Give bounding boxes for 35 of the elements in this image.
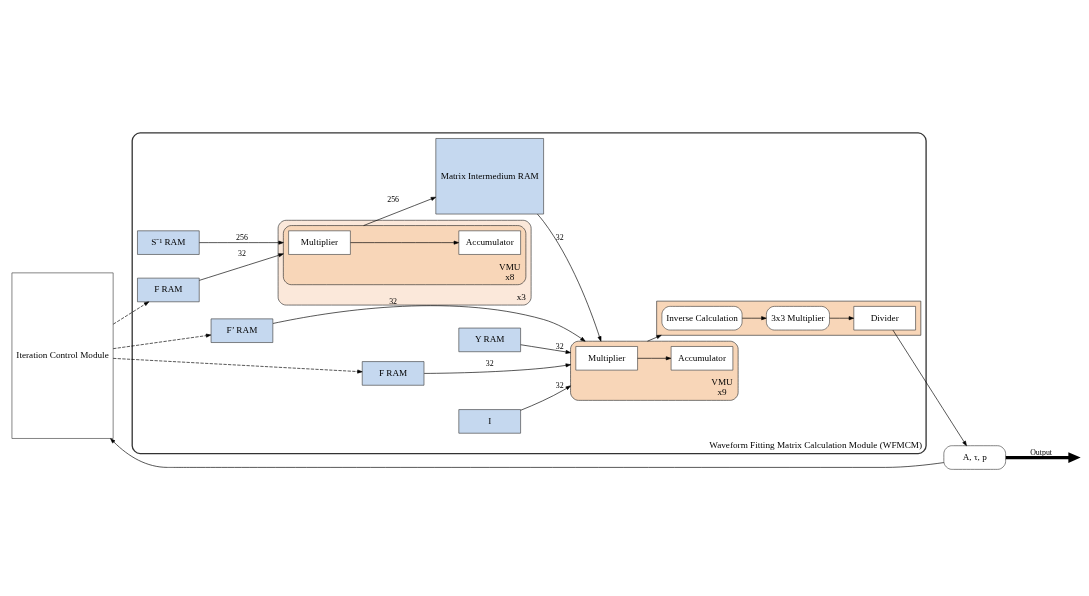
arrow	[199, 252, 284, 281]
arrow	[829, 315, 854, 320]
node-box: Iteration Control Module	[11, 272, 114, 439]
node-box: Matrix Intermedium RAM	[435, 137, 544, 214]
arrow	[537, 213, 602, 342]
arrow	[199, 240, 284, 245]
arrow	[520, 343, 571, 354]
node-box: Multiplier	[288, 230, 351, 255]
node-box: 3x3 Multiplier	[766, 305, 830, 330]
arrow	[112, 301, 150, 324]
arrow	[112, 357, 363, 373]
node-box: F RAM	[361, 360, 425, 386]
arrow	[350, 240, 459, 245]
arrow	[637, 355, 672, 360]
node-box: Divider	[853, 305, 916, 330]
arrow	[520, 385, 571, 411]
node-box: Accumulator	[458, 230, 521, 255]
node-box: Accumulator	[670, 345, 734, 370]
node-box: A, τ, p	[943, 444, 1006, 470]
arrow	[112, 333, 212, 349]
arrow	[892, 329, 967, 446]
cluster	[656, 300, 922, 336]
node-box: Multiplier	[575, 345, 638, 370]
arrow	[741, 315, 767, 320]
arrow	[423, 362, 571, 374]
node-box: F RAM	[137, 277, 200, 302]
arrow	[363, 196, 437, 226]
node-box: I	[458, 408, 521, 434]
node-box: F’ RAM	[210, 318, 274, 343]
arrow	[272, 304, 586, 342]
arrow	[647, 334, 662, 342]
node-box: Y RAM	[458, 327, 521, 352]
node-box: S⁻¹ RAM	[137, 230, 200, 255]
arrow	[110, 437, 945, 468]
node-box: Inverse Calculation	[661, 305, 743, 330]
